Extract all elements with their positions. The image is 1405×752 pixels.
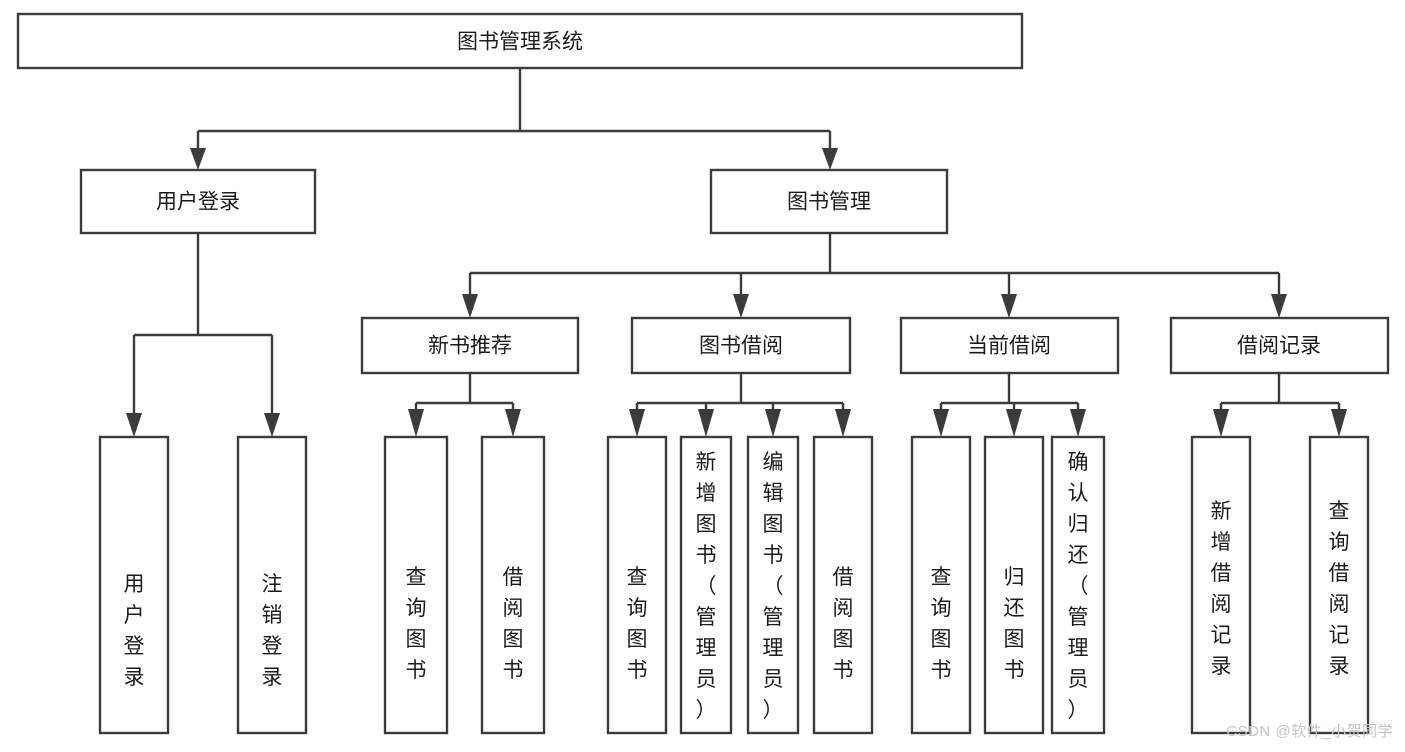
leaf-nb-borrow-book-box[interactable] [480, 435, 546, 735]
leaf-nb-query-book-label: 查询图书 [406, 566, 427, 682]
leaf-bb-edit-book-box[interactable] [746, 435, 800, 735]
arrowhead-nb-borrow [505, 409, 521, 437]
node-borrow-record-label: 借阅记录 [1237, 335, 1321, 358]
arrowhead-leaf-user-login [126, 413, 142, 437]
arrowhead-cb-confirm [1070, 409, 1086, 437]
node-new-book-recommend[interactable]: 新书推荐 [360, 316, 580, 375]
leaf-br-add-record-label: 新增借阅记录 [1211, 500, 1232, 678]
node-borrow-record-box[interactable] [1169, 316, 1390, 375]
node-book-manage-label: 图书管理 [787, 191, 871, 214]
leaf-br-query-record-box[interactable] [1308, 435, 1370, 735]
node-user-login[interactable]: 用户登录 [79, 168, 317, 235]
leaf-bb-edit-book-label: 编辑图书（管理员） [763, 451, 784, 722]
arrowhead-cb-return [1006, 409, 1022, 437]
node-root[interactable]: 图书管理系统 [16, 12, 1024, 70]
arrowhead-bb-query [629, 409, 645, 437]
arrowhead-br-query [1331, 409, 1347, 437]
leaf-logout-label: 注销登录 [262, 573, 283, 689]
node-book-borrow-box[interactable] [630, 316, 852, 375]
leaf-node[interactable]: 新增图书（管理员） [679, 435, 733, 735]
arrowhead-book-manage [822, 148, 838, 170]
leaf-node[interactable]: 注销登录 [236, 435, 308, 735]
leaf-node[interactable]: 确认归还（管理员） [1050, 435, 1106, 735]
leaf-node[interactable]: 查询图书 [606, 435, 668, 735]
arrowhead-br-add [1213, 409, 1229, 437]
leaf-node[interactable]: 查询图书 [910, 435, 972, 735]
node-user-login-label: 用户登录 [156, 191, 240, 214]
node-book-manage-box[interactable] [709, 168, 949, 235]
leaf-cb-return-book-box[interactable] [983, 435, 1045, 735]
node-book-borrow[interactable]: 图书借阅 [630, 316, 852, 375]
arrowhead-bb-add [698, 409, 714, 437]
node-root-label: 图书管理系统 [457, 31, 583, 54]
node-current-borrow-box[interactable] [899, 316, 1120, 375]
node-current-borrow[interactable]: 当前借阅 [899, 316, 1120, 375]
node-book-manage[interactable]: 图书管理 [709, 168, 949, 235]
leaf-cb-confirm-return-label: 确认归还（管理员） [1068, 451, 1089, 722]
node-new-book-recommend-box[interactable] [360, 316, 580, 375]
leaf-node[interactable]: 用户登录 [98, 435, 170, 735]
leaf-bb-query-book-label: 查询图书 [627, 566, 648, 682]
arrowhead-new-book-rec [462, 294, 478, 318]
arrowhead-bb-borrow [835, 409, 851, 437]
leaf-bb-query-book-box[interactable] [606, 435, 668, 735]
leaf-node[interactable]: 新增借阅记录 [1190, 435, 1252, 735]
arrowhead-leaf-logout [264, 413, 280, 437]
leaf-bb-add-book-box[interactable] [679, 435, 733, 735]
leaf-br-add-record-box[interactable] [1190, 435, 1252, 735]
arrowhead-nb-query [408, 409, 424, 437]
leaf-nb-query-book-box[interactable] [383, 435, 449, 735]
arrowhead-current-borrow [1001, 294, 1017, 318]
leaf-user-login-label: 用户登录 [124, 573, 145, 689]
leaf-bb-add-book-label: 新增图书（管理员） [696, 451, 717, 722]
arrowhead-user-login [190, 148, 206, 170]
node-current-borrow-label: 当前借阅 [967, 335, 1051, 358]
arrowhead-cb-query [933, 409, 949, 437]
arrowhead-book-borrow [733, 294, 749, 318]
leaf-node[interactable]: 查询图书 [383, 435, 449, 735]
node-book-borrow-label: 图书借阅 [699, 335, 783, 358]
leaf-node[interactable]: 借阅图书 [480, 435, 546, 735]
arrowhead-borrow-record [1271, 294, 1287, 318]
leaf-br-query-record-label: 查询借阅记录 [1329, 500, 1350, 678]
node-borrow-record[interactable]: 借阅记录 [1169, 316, 1390, 375]
leaf-node[interactable]: 查询借阅记录 [1308, 435, 1370, 735]
csdn-watermark: CSDN @软件_小贺同学 [1226, 723, 1393, 740]
node-layer: 图书管理系统 用户登录 图书管理 新书推荐 图书借阅 当前 [16, 12, 1390, 735]
leaf-cb-confirm-return-box[interactable] [1050, 435, 1106, 735]
leaf-node[interactable]: 归还图书 [983, 435, 1045, 735]
leaf-bb-borrow-book-label: 借阅图书 [833, 566, 854, 682]
connector-layer [126, 68, 1347, 437]
arrowhead-bb-edit [765, 409, 781, 437]
leaf-bb-borrow-book-box[interactable] [812, 435, 874, 735]
leaf-user-login-box[interactable] [98, 435, 170, 735]
leaf-logout-box[interactable] [236, 435, 308, 735]
leaf-node[interactable]: 借阅图书 [812, 435, 874, 735]
leaf-cb-query-book-label: 查询图书 [931, 566, 952, 682]
leaf-node[interactable]: 编辑图书（管理员） [746, 435, 800, 735]
node-root-box[interactable] [16, 12, 1024, 70]
node-user-login-box[interactable] [79, 168, 317, 235]
node-new-book-recommend-label: 新书推荐 [428, 335, 512, 358]
leaf-cb-query-book-box[interactable] [910, 435, 972, 735]
leaf-nb-borrow-book-label: 借阅图书 [503, 566, 524, 682]
leaf-cb-return-book-label: 归还图书 [1004, 566, 1025, 682]
